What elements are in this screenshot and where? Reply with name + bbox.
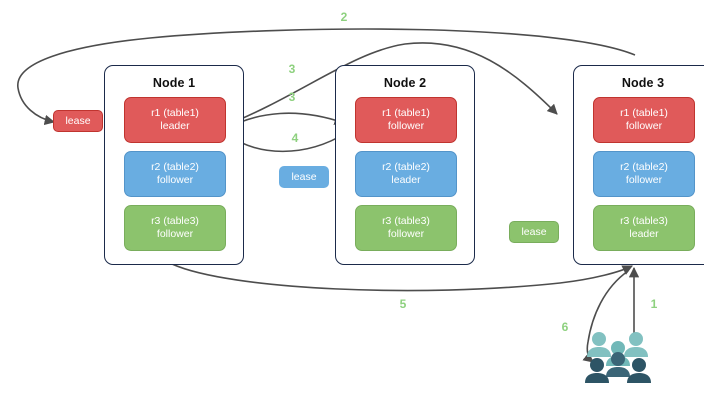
node-container-node3[interactable]: Node 3 r1 (table1) follower r2 (table2) … <box>573 65 704 265</box>
replica-n1-r1[interactable]: r1 (table1) leader <box>124 97 226 143</box>
replica-line2: follower <box>387 120 425 132</box>
replica-line2: follower <box>387 228 425 240</box>
replica-line1: r3 (table3) <box>382 215 430 227</box>
node-container-node2[interactable]: Node 2 r1 (table1) follower r2 (table2) … <box>335 65 475 265</box>
replica-line2: follower <box>156 174 194 186</box>
replica-n2-r3[interactable]: r3 (table3) follower <box>355 205 457 251</box>
replica-line2: leader <box>391 174 421 186</box>
replica-line1: r2 (table2) <box>382 161 430 173</box>
replica-line2: leader <box>629 228 659 240</box>
replica-line2: leader <box>160 120 190 132</box>
step-label-6: 6 <box>561 320 569 334</box>
edge-step-5 <box>171 263 633 292</box>
replica-n3-r1[interactable]: r1 (table1) follower <box>593 97 695 143</box>
replica-n1-r3[interactable]: r3 (table3) follower <box>124 205 226 251</box>
replica-n2-r2[interactable]: r2 (table2) leader <box>355 151 457 197</box>
replica-n3-r3[interactable]: r3 (table3) leader <box>593 205 695 251</box>
replica-line1: r2 (table2) <box>620 161 668 173</box>
replica-line1: r2 (table2) <box>151 161 199 173</box>
replica-line1: r1 (table1) <box>620 107 668 119</box>
users-front-row <box>585 358 651 383</box>
lease-label: lease <box>291 171 317 183</box>
step-label-1: 1 <box>650 297 658 311</box>
replica-n2-r1[interactable]: r1 (table1) follower <box>355 97 457 143</box>
replica-line1: r3 (table3) <box>620 215 668 227</box>
step-label-3b: 3 <box>288 90 296 104</box>
lease-badge-green[interactable]: lease <box>509 221 559 243</box>
step-label-5: 5 <box>399 297 407 311</box>
replica-line1: r1 (table1) <box>151 107 199 119</box>
node-title: Node 3 <box>621 76 665 90</box>
replica-n1-r2[interactable]: r2 (table2) follower <box>124 151 226 197</box>
step-label-3a: 3 <box>288 62 296 76</box>
users-front-center <box>606 352 630 377</box>
node-title: Node 1 <box>152 76 196 90</box>
users-back-row <box>587 332 648 357</box>
step-label-2: 2 <box>340 10 348 24</box>
lease-badge-red[interactable]: lease <box>53 110 103 132</box>
users-icon <box>585 332 651 383</box>
lease-badge-blue[interactable]: lease <box>279 166 329 188</box>
step-label-4: 4 <box>291 131 299 145</box>
replica-line2: follower <box>625 174 663 186</box>
replica-line1: r3 (table3) <box>151 215 199 227</box>
replica-line2: follower <box>625 120 663 132</box>
replica-line1: r1 (table1) <box>382 107 430 119</box>
replica-n3-r2[interactable]: r2 (table2) follower <box>593 151 695 197</box>
replica-line2: follower <box>156 228 194 240</box>
node-title: Node 2 <box>383 76 427 90</box>
lease-label: lease <box>65 115 91 127</box>
lease-label: lease <box>521 226 547 238</box>
node-container-node1[interactable]: Node 1 r1 (table1) leader r2 (table2) fo… <box>104 65 244 265</box>
